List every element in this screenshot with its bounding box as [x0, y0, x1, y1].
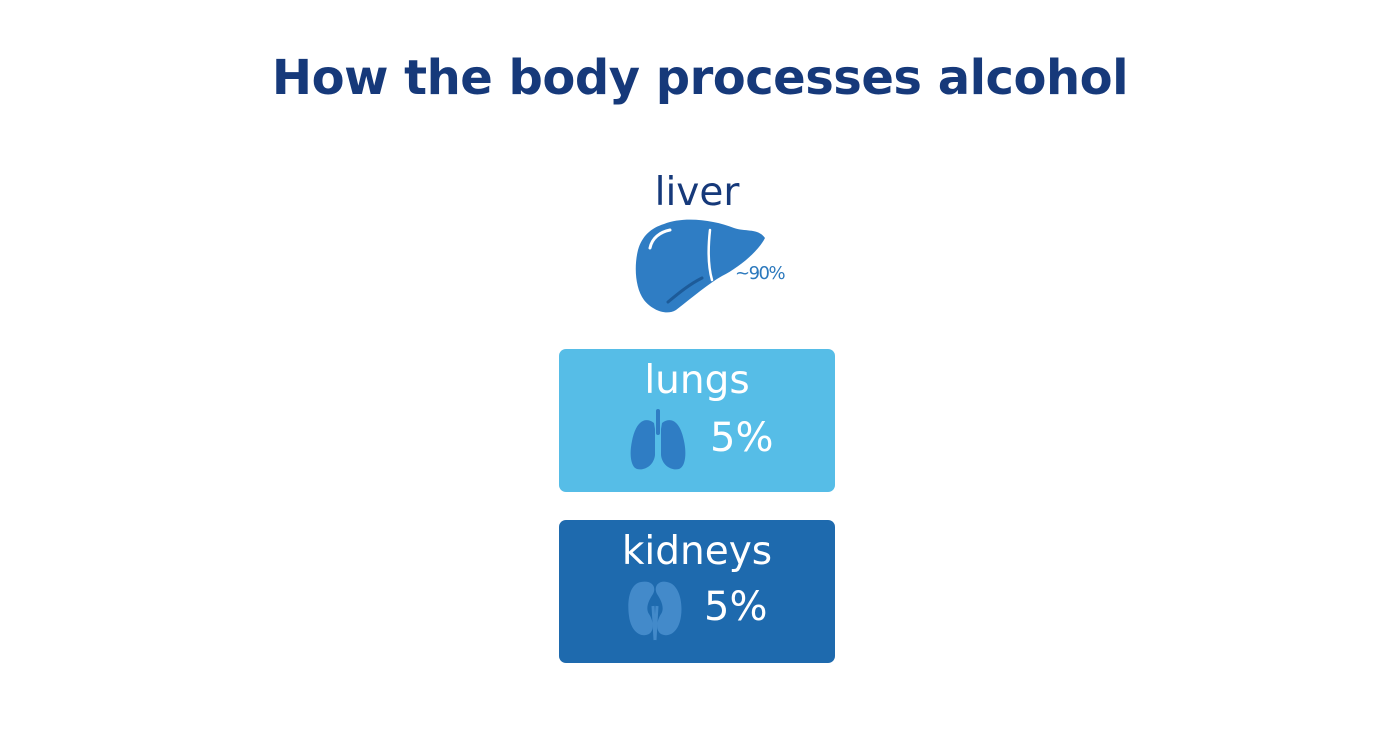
liver-label: liver: [654, 170, 740, 215]
kidneys-percent: 5%: [704, 584, 768, 630]
kidneys-card: kidneys 5%: [559, 520, 835, 663]
lungs-percent: 5%: [710, 415, 774, 461]
lungs-card: lungs 5%: [559, 349, 835, 492]
kidneys-label: kidneys: [621, 529, 773, 574]
kidneys-icon: [628, 581, 682, 641]
page-title: How the body processes alcohol: [271, 50, 1129, 106]
lungs-label: lungs: [644, 358, 750, 403]
liver-icon: [635, 219, 765, 313]
liver-percent: ~90%: [735, 263, 786, 284]
lungs-icon: [630, 409, 686, 470]
